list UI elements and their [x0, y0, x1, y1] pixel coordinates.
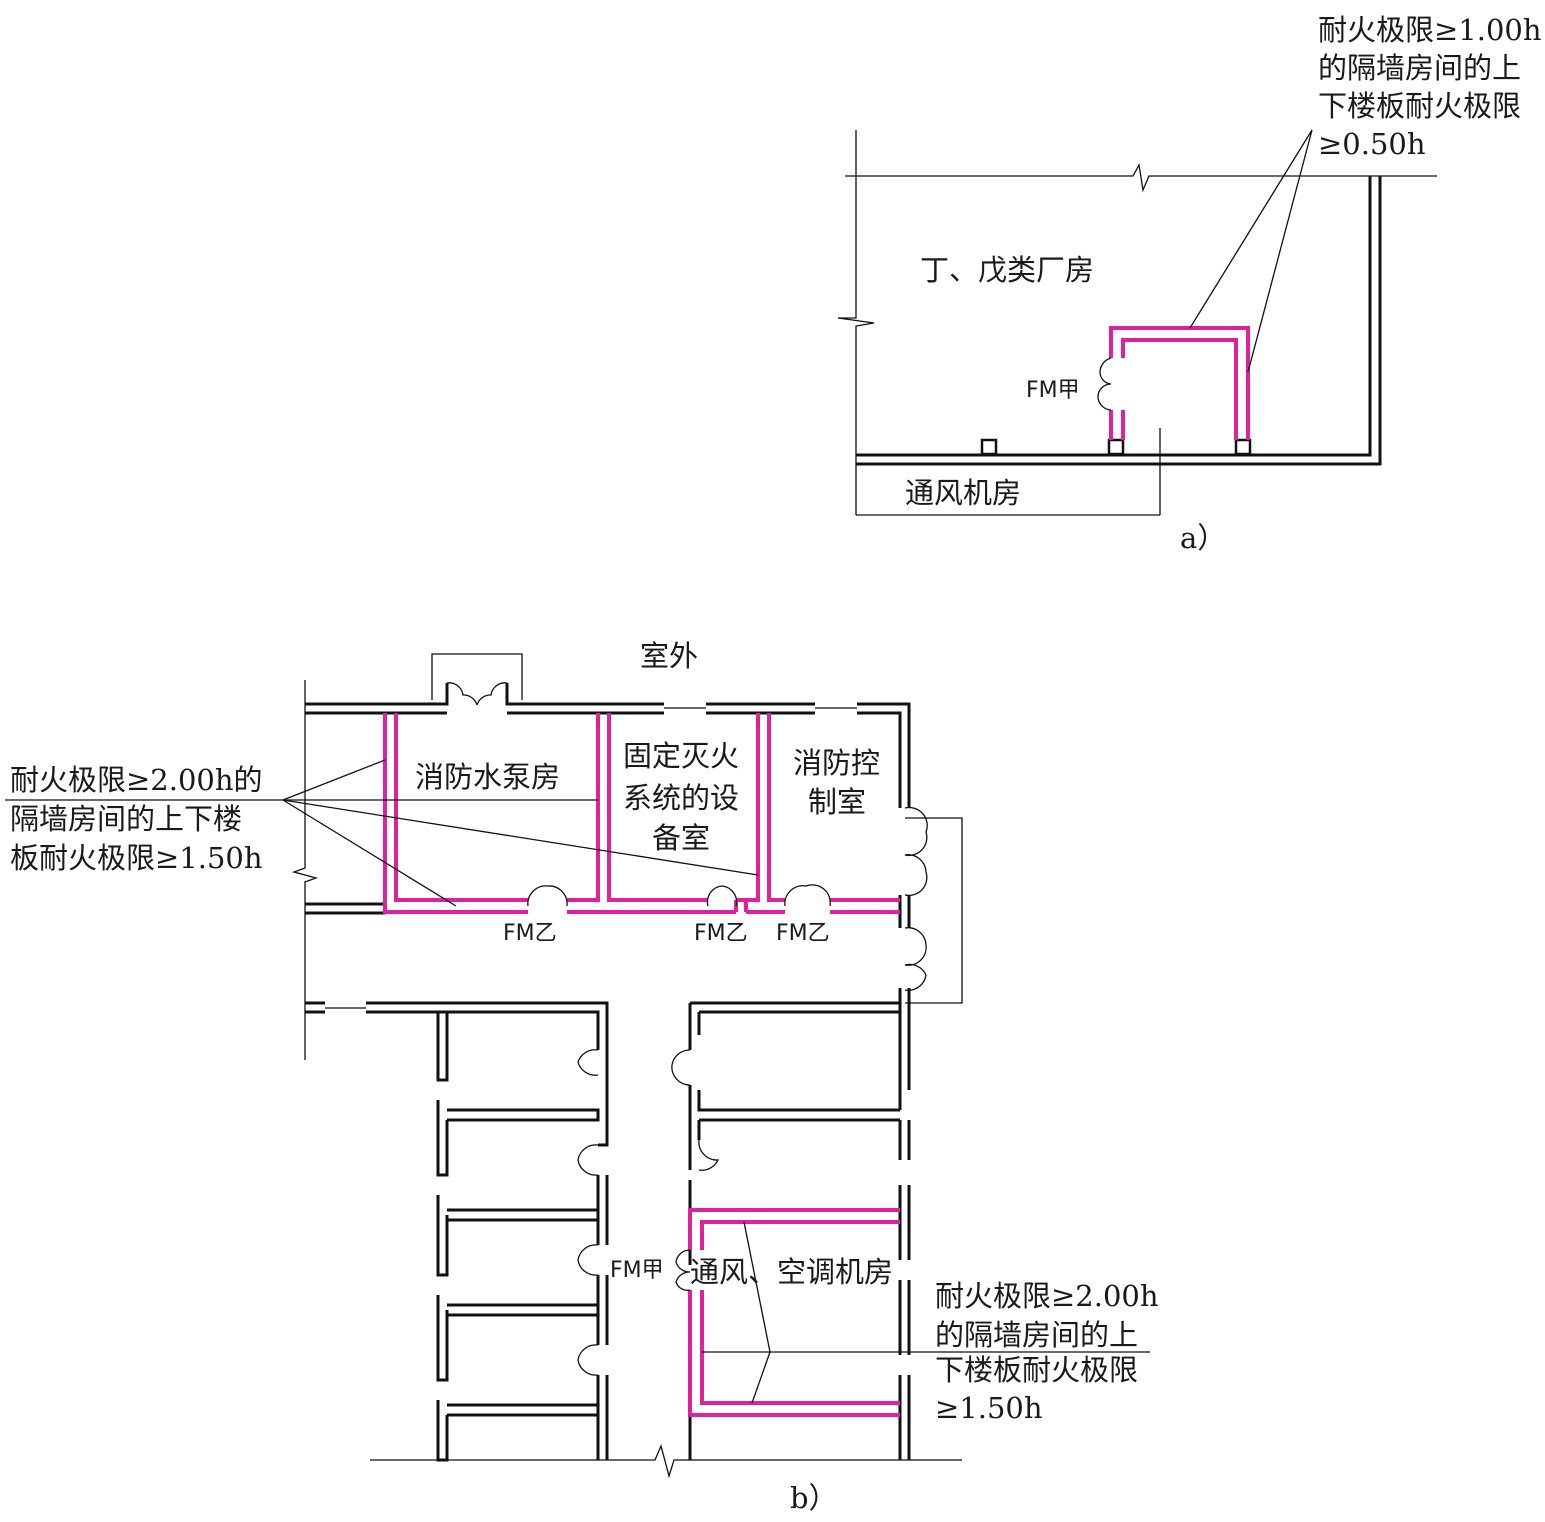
panel-b-leaders-left: [5, 759, 759, 907]
panel-b-right-wing-doors: [671, 1049, 720, 1171]
panel-b-wing-wall: [366, 1001, 609, 1075]
panel-a-leader: [1247, 129, 1313, 373]
panel-b-bottom-boundary: [370, 1444, 962, 1479]
room-label-control: 消防控: [793, 746, 880, 780]
panel-b-leaders-right: [702, 1221, 1150, 1404]
panel-b-note-right-line: 的隔墙房间的上: [935, 1318, 1138, 1352]
panel-b: 室外 消防水泵房 固定灭火 系统的设 备室 消防控 制室 FM乙 FM乙 FM乙…: [5, 639, 1159, 1515]
panel-a-fire-partition: [1109, 326, 1250, 440]
panel-a-leader: [1189, 129, 1313, 329]
panel-a-outer-wall-outer: [856, 176, 1382, 466]
panel-a-note-line: ≥0.50h: [1318, 127, 1426, 161]
panel-b-wing-wall: [366, 1010, 600, 1050]
panel-a: 耐火极限≥1.00h 的隔墙房间的上 下楼板耐火极限 ≥0.50h 丁、戊类厂房…: [837, 13, 1542, 555]
panel-b-door-fm-jia: [675, 1249, 691, 1291]
panel-b-fire-partition-hvac: [688, 1208, 900, 1417]
door-label-fm-yi: FM乙: [694, 921, 748, 946]
room-label-vent: 通风机房: [905, 476, 1021, 510]
panel-b-top-wall: [305, 683, 449, 706]
panel-b-top-wall: [857, 711, 902, 808]
panel-b-note-left-line: 耐火极限≥2.00h的: [10, 763, 263, 797]
panel-b-note-left-line: 板耐火极限≥1.50h: [10, 841, 263, 875]
room-label-fixed-extinguishing: 系统的设: [623, 781, 739, 815]
panel-b-door-fm-yi: [527, 884, 831, 907]
panel-a-door-swing: [1097, 357, 1112, 411]
panel-a-pillar: [1234, 438, 1252, 456]
door-label-fm-yi: FM乙: [776, 921, 830, 946]
panel-b-left-wing-doors: [577, 1049, 599, 1376]
panel-b-right-canopy: [905, 817, 963, 1004]
panel-b-note-right-line: 耐火极限≥2.00h: [935, 1279, 1159, 1313]
panel-a-outer-wall-inner: [856, 176, 1372, 457]
panel-b-left-wing: [436, 1012, 609, 1462]
panel-b-caption: b）: [790, 1481, 838, 1515]
panel-b-note-right-line: 下楼板耐火极限: [935, 1353, 1138, 1387]
room-label-factory: 丁、戊类厂房: [920, 253, 1094, 287]
panel-b-entrance-door: [446, 682, 508, 706]
panel-b-right-door: [904, 806, 928, 991]
door-label-fm-jia-hvac: FM甲: [610, 1258, 664, 1283]
panel-b-top-wall: [857, 702, 911, 808]
panel-a-note-line: 下楼板耐火极限: [1318, 89, 1521, 123]
panel-b-note-left-line: 隔墙房间的上下楼: [10, 802, 242, 836]
panel-a-note-line: 耐火极限≥1.00h: [1318, 13, 1542, 47]
panel-b-top-wall: [505, 683, 664, 706]
panel-b-note-right-line: ≥1.50h: [935, 1391, 1043, 1425]
room-label-control: 制室: [808, 785, 866, 819]
room-label-hvac: 通风、空调机房: [690, 1255, 893, 1289]
panel-a-caption: a）: [1180, 521, 1226, 555]
panel-a-top-boundary: [845, 163, 1437, 193]
room-label-fixed-extinguishing: 备室: [652, 821, 710, 855]
door-label-fm-jia: FM甲: [1026, 378, 1080, 403]
panel-a-pillar: [980, 438, 998, 456]
panel-a-left-boundary: [837, 130, 875, 515]
panel-b-right-wing: [688, 1003, 911, 1460]
door-label-fm-yi: FM乙: [503, 921, 557, 946]
panel-a-note-line: 的隔墙房间的上: [1318, 51, 1521, 85]
label-outside: 室外: [640, 639, 698, 673]
panel-b-entrance-canopy: [431, 653, 523, 700]
room-label-pump: 消防水泵房: [415, 760, 560, 794]
room-label-fixed-extinguishing: 固定灭火: [623, 739, 739, 773]
panel-a-pillar: [1107, 438, 1125, 456]
